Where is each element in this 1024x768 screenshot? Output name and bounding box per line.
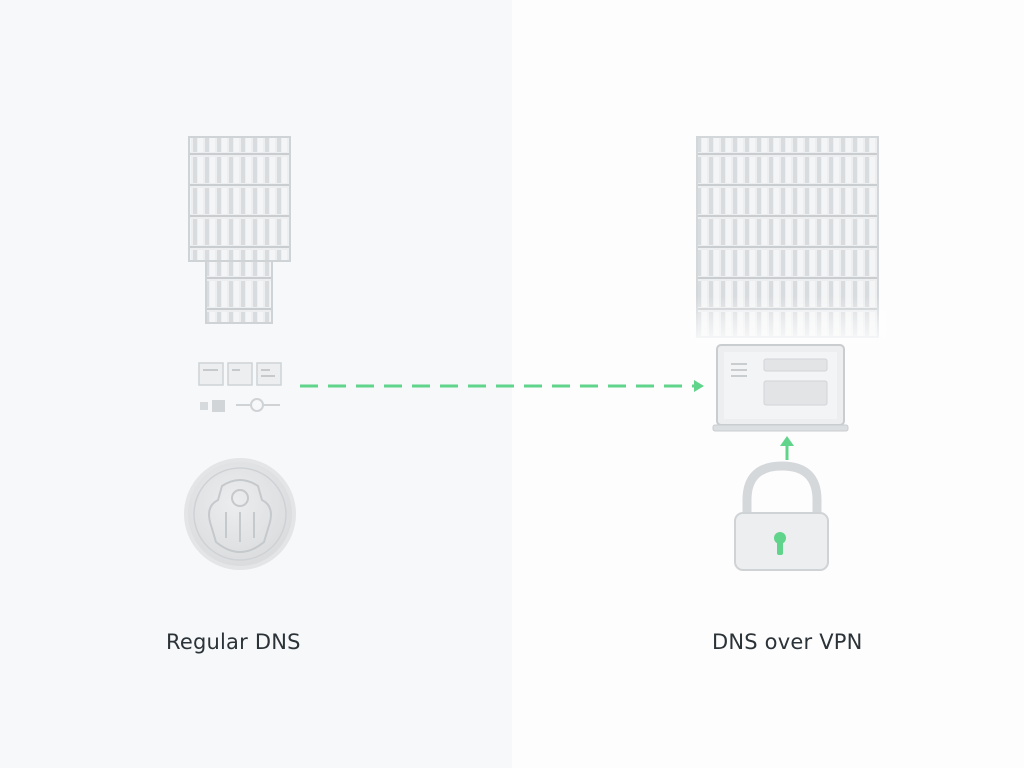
- server-rack-icon: [690, 136, 886, 350]
- server-rack-icon: [188, 136, 291, 324]
- regular-dns-label: Regular DNS: [166, 630, 301, 654]
- padlock-icon: [734, 461, 829, 571]
- regular-dns-panel: [0, 0, 512, 768]
- arrow-up-icon: [780, 436, 794, 460]
- dns-over-vpn-label: DNS over VPN: [712, 630, 863, 654]
- laptop-icon: [712, 344, 849, 432]
- network-nodes-icon: [198, 362, 282, 412]
- shield-coin-icon: [184, 458, 296, 570]
- dashed-arrow-icon: [300, 380, 704, 392]
